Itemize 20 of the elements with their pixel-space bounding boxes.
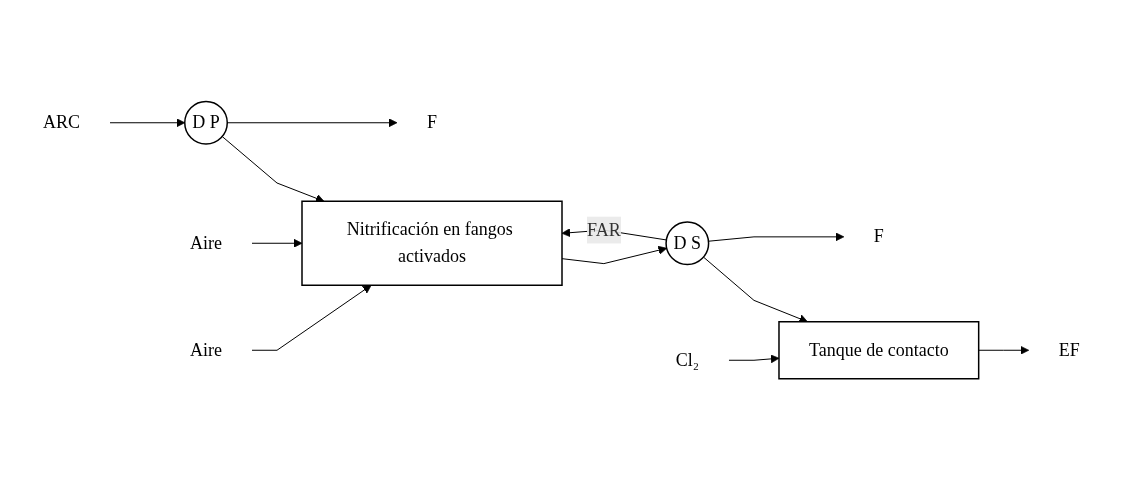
edge-label: FAR — [587, 219, 621, 240]
arrow — [251, 284, 372, 351]
arrow — [251, 238, 303, 248]
node-text: ARC — [43, 112, 81, 133]
arrow — [221, 136, 325, 203]
arrow — [978, 345, 1030, 355]
arrow — [109, 118, 186, 128]
node-text: F — [873, 226, 884, 247]
node-text: EF — [1058, 339, 1080, 360]
node-circle: D S — [665, 221, 710, 266]
node-text: Aire — [190, 232, 223, 253]
node-text: Aire — [190, 339, 223, 360]
arrow — [728, 354, 780, 364]
node-text: F — [427, 112, 438, 133]
arrow — [708, 232, 845, 242]
arrow — [703, 256, 809, 323]
node-box: Nitrificación en fangos activados — [301, 200, 563, 286]
node-text: Cl₂ — [675, 349, 700, 370]
node-circle: D P — [184, 100, 229, 145]
node-box: Tanque de contacto — [778, 321, 980, 380]
